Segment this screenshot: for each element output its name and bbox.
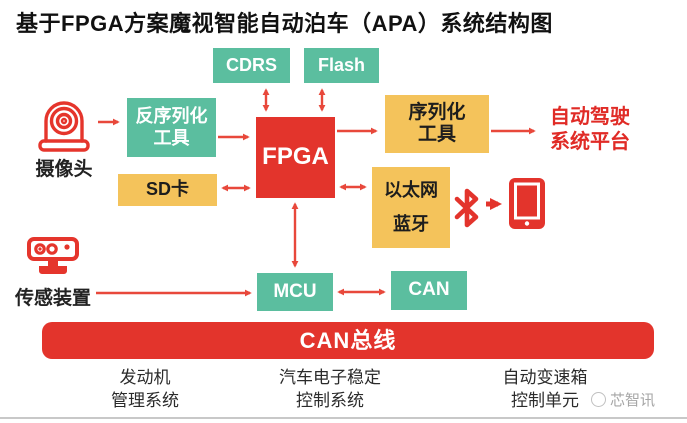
node-cdrs: CDRS	[213, 48, 290, 83]
sensor-label: 传感装置	[14, 288, 91, 309]
transmission-control-unit-label: 自动变速箱 控制单元	[470, 366, 620, 412]
engine-management-system-label: 发动机 管理系统	[75, 366, 215, 412]
node-ethernet-label: 以太网	[384, 179, 438, 200]
smartphone-icon	[509, 178, 545, 229]
node-sd-card: SD卡	[118, 174, 217, 206]
camera-icon	[38, 101, 90, 152]
node-serializer-tool: 序列化 工具	[385, 95, 489, 153]
engine-management-line2: 管理系统	[111, 391, 179, 410]
node-mcu-label: MCU	[273, 280, 317, 302]
stability-control-line2: 控制系统	[296, 391, 364, 410]
node-fpga: FPGA	[256, 117, 335, 198]
node-deserializer-line1: 反序列化	[135, 106, 208, 127]
stability-control-system-label: 汽车电子稳定 控制系统	[245, 366, 415, 412]
node-flash-label: Flash	[317, 54, 365, 75]
node-can-bus-label: CAN总线	[299, 327, 397, 353]
stability-control-line1: 汽车电子稳定	[279, 368, 381, 387]
node-ethernet-bluetooth: 以太网 蓝牙	[372, 167, 450, 248]
transmission-control-line2: 控制单元	[511, 391, 579, 410]
node-sd-card-label: SD卡	[145, 179, 189, 200]
node-serializer-line2: 工具	[417, 124, 456, 145]
node-deserializer-line2: 工具	[153, 127, 190, 148]
watermark-logo-icon	[591, 392, 606, 407]
platform-label-line1: 自动驾驶	[550, 106, 630, 128]
transmission-control-line1: 自动变速箱	[502, 368, 588, 387]
watermark-text: 芯智讯	[610, 392, 656, 409]
bottom-divider	[0, 417, 687, 419]
node-can: CAN	[391, 271, 467, 310]
node-mcu: MCU	[257, 273, 333, 311]
diagram-title: 基于FPGA方案魔视智能自动泊车（APA）系统结构图	[16, 11, 553, 36]
node-deserializer-tool: 反序列化 工具	[127, 98, 216, 157]
platform-label-line2: 系统平台	[550, 131, 630, 153]
watermark: 芯智讯	[591, 389, 655, 410]
node-serializer-line1: 序列化	[408, 101, 466, 123]
camera-label: 摄像头	[35, 159, 93, 180]
node-fpga-label: FPGA	[262, 143, 329, 171]
node-cdrs-label: CDRS	[225, 54, 277, 75]
sensor-icon	[27, 237, 79, 274]
bluetooth-icon	[454, 188, 479, 228]
node-can-label: CAN	[408, 279, 450, 301]
node-can-bus: CAN总线	[42, 322, 654, 359]
engine-management-line1: 发动机	[119, 368, 171, 387]
autonomous-driving-platform-label: 自动驾驶 系统平台	[540, 105, 640, 155]
node-bluetooth-label: 蓝牙	[393, 214, 429, 235]
node-flash: Flash	[304, 48, 379, 83]
